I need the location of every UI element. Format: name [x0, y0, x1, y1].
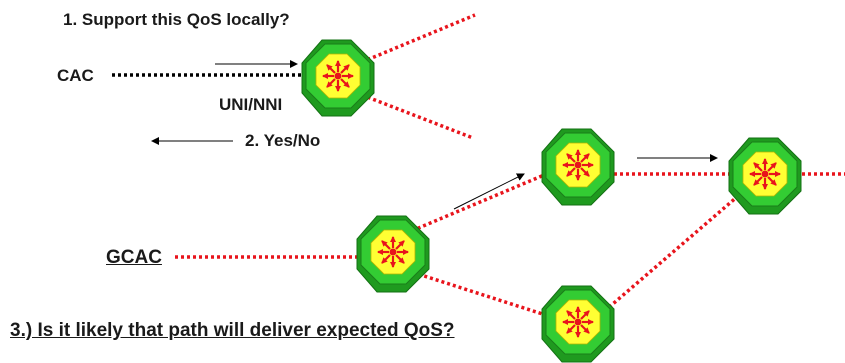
link-top-out-2	[361, 93, 474, 140]
switch-right-icon	[729, 138, 801, 214]
link-top-out-1	[361, 13, 476, 64]
step1-label: 1. Support this QoS locally?	[63, 10, 290, 29]
arrows	[151, 60, 718, 210]
link-center-to-bottom	[389, 263, 556, 320]
cac-label: CAC	[57, 66, 94, 85]
switch-bottom-icon	[542, 286, 614, 362]
path-arrow-icon-1	[453, 173, 525, 210]
switch-local-icon	[302, 40, 374, 116]
gcac-label: GCAC	[106, 247, 162, 268]
step2-label: 2. Yes/No	[245, 131, 321, 150]
link-bottom-to-right	[598, 188, 747, 317]
uni-nni-label: UNI/NNI	[219, 95, 283, 114]
step3-label: 3.) Is it likely that path will deliver …	[10, 320, 455, 341]
switch-top-icon	[542, 129, 614, 205]
